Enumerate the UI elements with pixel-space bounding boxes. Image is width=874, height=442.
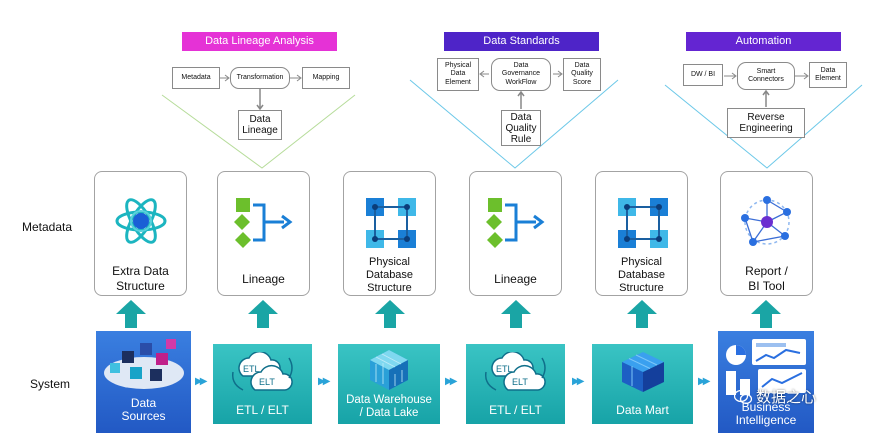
tile-label: Data Warehouse/ Data Lake <box>346 394 432 419</box>
elt-cloud-label: ELT <box>259 377 275 387</box>
lineage-icon <box>486 198 545 248</box>
card-label: Lineage <box>494 272 537 286</box>
chat-logo-icon <box>734 389 752 404</box>
watermark-text: 数据之心 <box>756 389 817 406</box>
database-structure-icon <box>366 198 416 248</box>
standards-flow-arrows <box>479 70 563 109</box>
tile-data-mart: Data Mart <box>592 344 693 424</box>
dwbi-box: DW / BI <box>683 64 723 86</box>
card-lineage-2: Lineage <box>469 171 562 296</box>
flow-arrow: ▶▶ <box>698 376 711 387</box>
card-lineage: Lineage <box>217 171 310 296</box>
card-label: Report /BI Tool <box>745 264 788 293</box>
tile-etl-elt-1: ETL ELT ETL / ELT <box>213 344 312 424</box>
cloud-sync-icon <box>231 352 293 391</box>
up-arrow <box>501 300 531 328</box>
database-structure-icon <box>618 198 668 248</box>
up-arrow <box>248 300 278 328</box>
network-icon <box>741 196 791 246</box>
cloud-sync-icon <box>484 352 546 391</box>
tile-label: ETL / ELT <box>236 403 289 417</box>
data-standards-banner: Data Standards <box>444 32 599 51</box>
metadata-box: Metadata <box>172 67 220 89</box>
tile-label: ETL / ELT <box>489 403 542 417</box>
card-label: Lineage <box>242 272 285 286</box>
tile-etl-elt-2: ETL ELT ETL / ELT <box>466 344 565 424</box>
etl-cloud-label: ETL <box>496 364 513 374</box>
automation-flow-arrows <box>724 72 809 107</box>
lineage-icon <box>234 198 293 248</box>
system-row-label: System <box>30 377 71 391</box>
flow-arrow: ▶▶ <box>318 376 331 387</box>
mapping-box: Mapping <box>302 67 350 89</box>
etl-cloud-label: ETL <box>243 364 260 374</box>
lineage-analysis-banner: Data Lineage Analysis <box>182 32 337 51</box>
metadata-row-label: Metadata <box>22 220 73 234</box>
atom-icon <box>115 198 167 244</box>
lineage-flow-arrows <box>220 74 302 111</box>
flow-arrow: ▶▶ <box>195 376 208 387</box>
tile-label: Data Mart <box>616 403 669 417</box>
elt-cloud-label: ELT <box>512 377 528 387</box>
up-arrow <box>751 300 781 328</box>
watermark: 数据之心 <box>734 386 816 407</box>
funnel-lines <box>161 79 863 169</box>
blocks-icon <box>622 352 664 392</box>
data-sources-icon <box>104 339 184 389</box>
cube-icon <box>370 350 408 390</box>
card-report-bi-tool: Report /BI Tool <box>720 171 813 296</box>
dashboard-icon <box>726 339 806 395</box>
up-arrow <box>375 300 405 328</box>
up-arrows <box>116 300 781 328</box>
flow-arrow: ▶▶ <box>572 376 585 387</box>
up-arrow <box>627 300 657 328</box>
automation-banner: Automation <box>686 32 841 51</box>
up-arrow <box>116 300 146 328</box>
tile-data-warehouse: Data Warehouse/ Data Lake <box>338 344 440 424</box>
flow-arrow: ▶▶ <box>445 376 458 387</box>
transformation-box: Transformation <box>230 67 290 89</box>
